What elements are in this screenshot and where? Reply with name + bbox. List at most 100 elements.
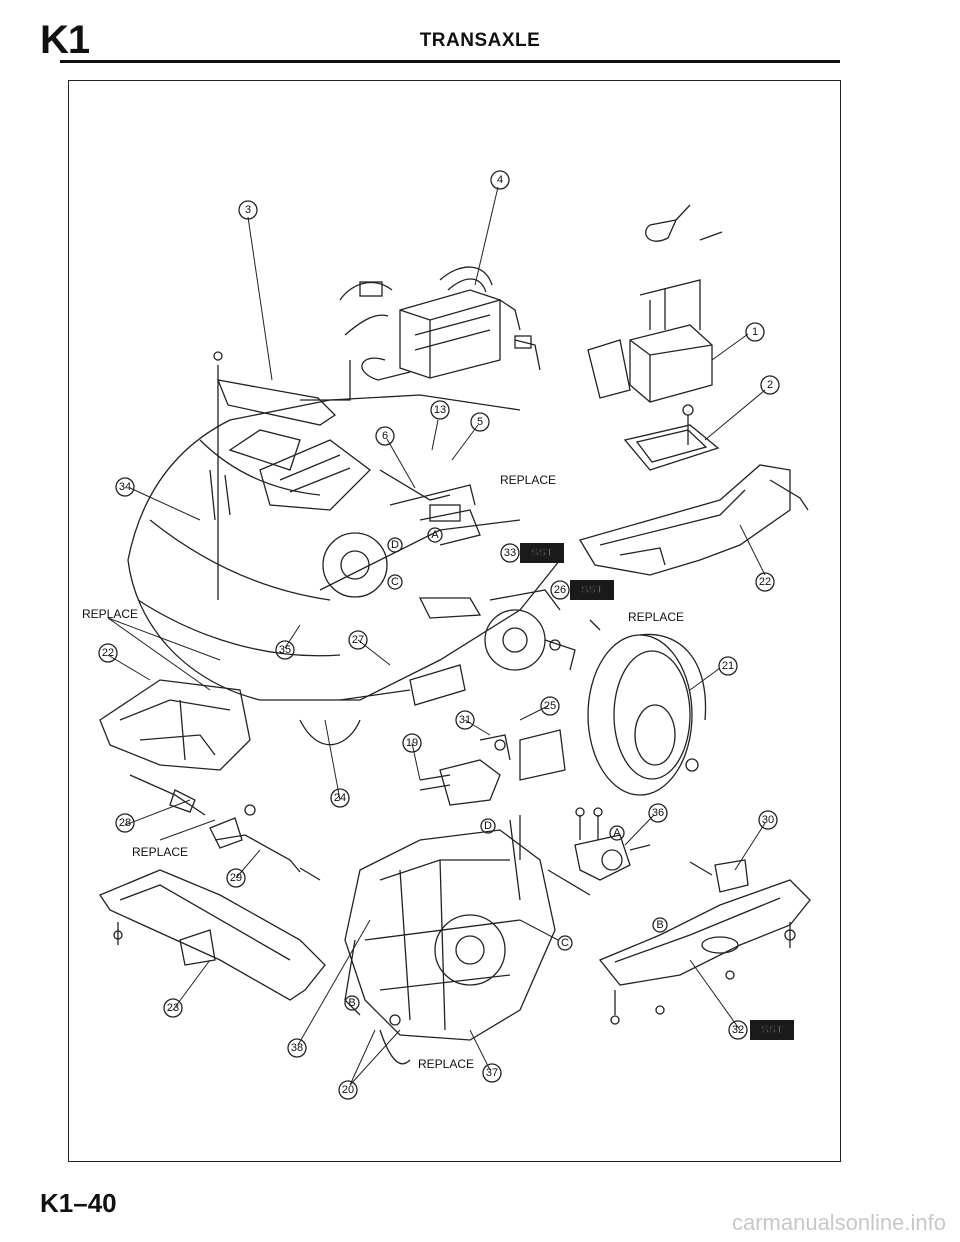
- svg-text:SST: SST: [531, 547, 553, 559]
- replace-label-left: REPLACE: [82, 607, 138, 621]
- svg-text:21: 21: [722, 660, 734, 672]
- callout-35: 35: [275, 640, 295, 660]
- callout-13: 13: [430, 400, 450, 420]
- svg-text:SST: SST: [581, 584, 603, 596]
- mark-b-right: B: [652, 917, 668, 933]
- wheel-drawing: [587, 633, 707, 796]
- svg-text:13: 13: [434, 404, 446, 416]
- svg-text:C: C: [561, 937, 569, 949]
- svg-text:19: 19: [406, 737, 418, 749]
- callout-29: 29: [226, 868, 246, 888]
- callout-32: 32: [728, 1020, 748, 1040]
- mark-b-left: B: [344, 995, 360, 1011]
- callout-37: 37: [482, 1063, 502, 1083]
- mark-c-lower: C: [557, 935, 573, 951]
- mark-a-upper: A: [427, 527, 443, 543]
- crossmember-right-drawing: [598, 859, 811, 1025]
- page-title: TRANSAXLE: [419, 30, 541, 51]
- watermark: carmanualsonline.info: [731, 1210, 946, 1235]
- svg-text:34: 34: [119, 481, 131, 493]
- svg-text:B: B: [656, 919, 663, 931]
- svg-text:27: 27: [352, 634, 364, 646]
- svg-text:25: 25: [544, 700, 556, 712]
- battery-drawing: [587, 204, 723, 471]
- svg-text:33: 33: [504, 547, 516, 559]
- callout-27: 27: [348, 630, 368, 650]
- svg-text:A: A: [613, 827, 621, 839]
- svg-text:26: 26: [554, 584, 566, 596]
- replace-label-shaft: REPLACE: [132, 845, 188, 859]
- section-code: K1: [40, 18, 90, 62]
- mark-d-upper: D: [387, 537, 403, 553]
- callout-25: 25: [540, 696, 560, 716]
- undercover-right-drawing: [579, 464, 809, 576]
- svg-text:5: 5: [477, 416, 483, 428]
- svg-text:C: C: [391, 576, 399, 588]
- callout-1: 1: [745, 322, 765, 342]
- svg-text:D: D: [484, 820, 492, 832]
- callout-3: 3: [238, 200, 258, 220]
- page-number: K1–40: [40, 1188, 117, 1218]
- callout-24: 24: [330, 788, 350, 808]
- driveshaft-hub-drawing: [418, 589, 601, 671]
- svg-text:29: 29: [230, 872, 242, 884]
- crossmember-left-drawing: [99, 869, 326, 1001]
- svg-text:B: B: [348, 997, 355, 1009]
- svg-text:28: 28: [119, 817, 131, 829]
- diagram-frame: [68, 80, 841, 1162]
- callout-22-left: 22: [98, 643, 118, 663]
- svg-text:31: 31: [459, 714, 471, 726]
- callout-6: 6: [375, 426, 395, 446]
- svg-text:22: 22: [759, 576, 771, 588]
- transaxle-drawing: [344, 815, 556, 1065]
- mark-a-lower: A: [609, 825, 625, 841]
- svg-text:22: 22: [102, 647, 114, 659]
- svg-text:30: 30: [762, 814, 774, 826]
- header-rule: [60, 60, 840, 63]
- driveshaft-left-drawing: [129, 774, 321, 881]
- svg-text:36: 36: [652, 807, 664, 819]
- starter-drawing: [419, 729, 566, 806]
- svg-text:6: 6: [382, 430, 388, 442]
- callout-20: 20: [338, 1080, 358, 1100]
- engine-mount-drawing: [547, 807, 651, 896]
- svg-text:23: 23: [167, 1002, 179, 1014]
- sst-box-26: SST: [570, 580, 614, 600]
- callout-38: 38: [287, 1038, 307, 1058]
- callout-22-right: 22: [755, 572, 775, 592]
- callout-28: 28: [115, 813, 135, 833]
- svg-text:32: 32: [732, 1024, 744, 1036]
- callout-34: 34: [115, 477, 135, 497]
- callout-23: 23: [163, 998, 183, 1018]
- air-cleaner-drawing: [300, 266, 541, 401]
- callout-31: 31: [455, 710, 475, 730]
- svg-text:37: 37: [486, 1067, 498, 1079]
- callout-4: 4: [490, 170, 510, 190]
- callout-26: 26: [550, 580, 570, 600]
- svg-text:35: 35: [279, 644, 291, 656]
- svg-text:4: 4: [497, 174, 503, 186]
- svg-text:SST: SST: [761, 1024, 783, 1036]
- undercover-left-drawing: [99, 679, 251, 771]
- callout-5: 5: [470, 412, 490, 432]
- sst-box-33: SST: [520, 543, 564, 563]
- svg-text:A: A: [431, 529, 439, 541]
- callout-21: 21: [718, 656, 738, 676]
- svg-text:24: 24: [334, 792, 346, 804]
- replace-label-transaxle: REPLACE: [418, 1057, 474, 1071]
- callout-19: 19: [402, 733, 422, 753]
- svg-text:20: 20: [342, 1084, 354, 1096]
- svg-text:D: D: [391, 539, 399, 551]
- callout-2: 2: [760, 375, 780, 395]
- svg-text:38: 38: [291, 1042, 303, 1054]
- mark-c-upper: C: [387, 574, 403, 590]
- callout-36: 36: [648, 803, 668, 823]
- replace-label-hub: REPLACE: [628, 610, 684, 624]
- engine-bay-drawing: [127, 351, 561, 746]
- mark-d-lower: D: [480, 818, 496, 834]
- svg-text:1: 1: [752, 326, 758, 338]
- svg-text:2: 2: [767, 379, 773, 391]
- svg-text:3: 3: [245, 204, 251, 216]
- replace-label-upper: REPLACE: [500, 473, 556, 487]
